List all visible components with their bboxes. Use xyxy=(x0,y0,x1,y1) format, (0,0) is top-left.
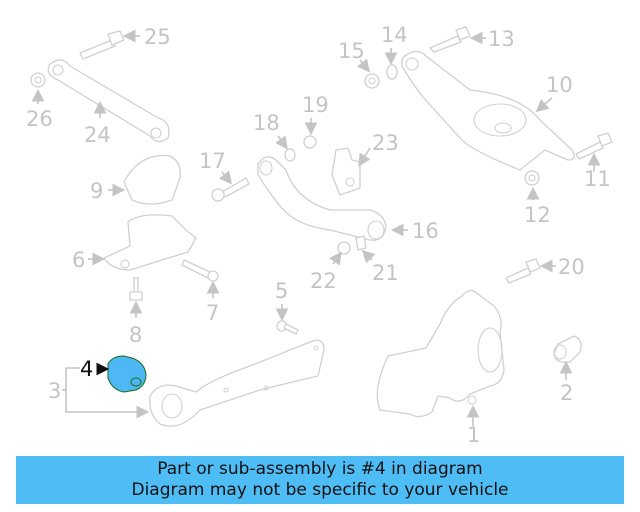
part-11-bolt[interactable] xyxy=(575,132,613,172)
callout-label-16: 16 xyxy=(412,219,439,243)
part-7-bolt[interactable] xyxy=(181,259,220,298)
part-26-nut[interactable] xyxy=(30,72,46,104)
part-18-washer[interactable] xyxy=(275,135,296,162)
banner-line-disclaimer: Diagram may not be specific to your vehi… xyxy=(131,480,509,500)
callout-label-8: 8 xyxy=(129,323,142,347)
part-9-bracket-cover[interactable] xyxy=(108,154,181,205)
callout-label-15: 15 xyxy=(338,39,365,63)
part-21-clip[interactable] xyxy=(355,235,376,264)
part-19-nut[interactable] xyxy=(303,118,318,149)
callout-label-4: 4 xyxy=(80,357,93,381)
part-16-upper-control-arm[interactable] xyxy=(257,156,408,241)
callout-label-25: 25 xyxy=(144,25,171,49)
part-5-bolt[interactable] xyxy=(275,304,299,335)
callout-label-26: 26 xyxy=(26,107,53,131)
callout-label-21: 21 xyxy=(372,261,399,285)
callout-label-5: 5 xyxy=(275,279,288,303)
part-1-knuckle[interactable] xyxy=(376,289,505,426)
part-17-bolt[interactable] xyxy=(211,170,250,202)
part-8-bolt[interactable] xyxy=(129,277,143,318)
part-25-bolt[interactable] xyxy=(79,29,140,60)
part-23-bracket[interactable] xyxy=(331,147,371,196)
callout-label-1: 1 xyxy=(467,423,480,447)
callout-label-24: 24 xyxy=(84,123,111,147)
callout-label-17: 17 xyxy=(199,149,226,173)
part-2-bushing[interactable] xyxy=(553,335,582,380)
part-6-mount-bracket[interactable] xyxy=(88,214,197,271)
part-20-bolt[interactable] xyxy=(505,258,556,284)
callout-label-11: 11 xyxy=(584,167,611,191)
info-banner: Part or sub-assembly is #4 in diagram Di… xyxy=(16,456,624,504)
callout-label-22: 22 xyxy=(310,269,337,293)
part-3-trailing-arm[interactable] xyxy=(149,339,325,427)
part-22-nut[interactable] xyxy=(329,241,351,266)
callout-label-2: 2 xyxy=(560,381,573,405)
banner-line-part: Part or sub-assembly is #4 in diagram xyxy=(157,459,483,479)
callout-label-7: 7 xyxy=(206,301,219,325)
part-4-trailing-arm-bushing[interactable] xyxy=(96,355,147,393)
part-15-nut[interactable] xyxy=(357,58,380,89)
callout-label-20: 20 xyxy=(558,255,585,279)
part-12-nut[interactable] xyxy=(524,170,540,200)
part-10-lower-control-arm[interactable] xyxy=(400,50,575,171)
callout-label-6: 6 xyxy=(72,248,85,272)
parts-diagram: 25 24 26 15 14 13 10 11 12 23 18 19 17 1… xyxy=(26,23,613,447)
callout-label-23: 23 xyxy=(372,131,399,155)
callout-label-14: 14 xyxy=(381,23,408,47)
callout-label-3: 3 xyxy=(48,379,61,403)
part-24-lateral-link[interactable] xyxy=(47,59,170,143)
callout-label-9: 9 xyxy=(90,179,103,203)
callout-label-13: 13 xyxy=(488,27,515,51)
part-13-bolt[interactable] xyxy=(429,26,486,53)
callout-label-19: 19 xyxy=(302,93,329,117)
part-14-washer[interactable] xyxy=(384,48,398,80)
callout-label-18: 18 xyxy=(253,111,280,135)
callout-label-12: 12 xyxy=(524,203,551,227)
callout-label-10: 10 xyxy=(546,73,573,97)
